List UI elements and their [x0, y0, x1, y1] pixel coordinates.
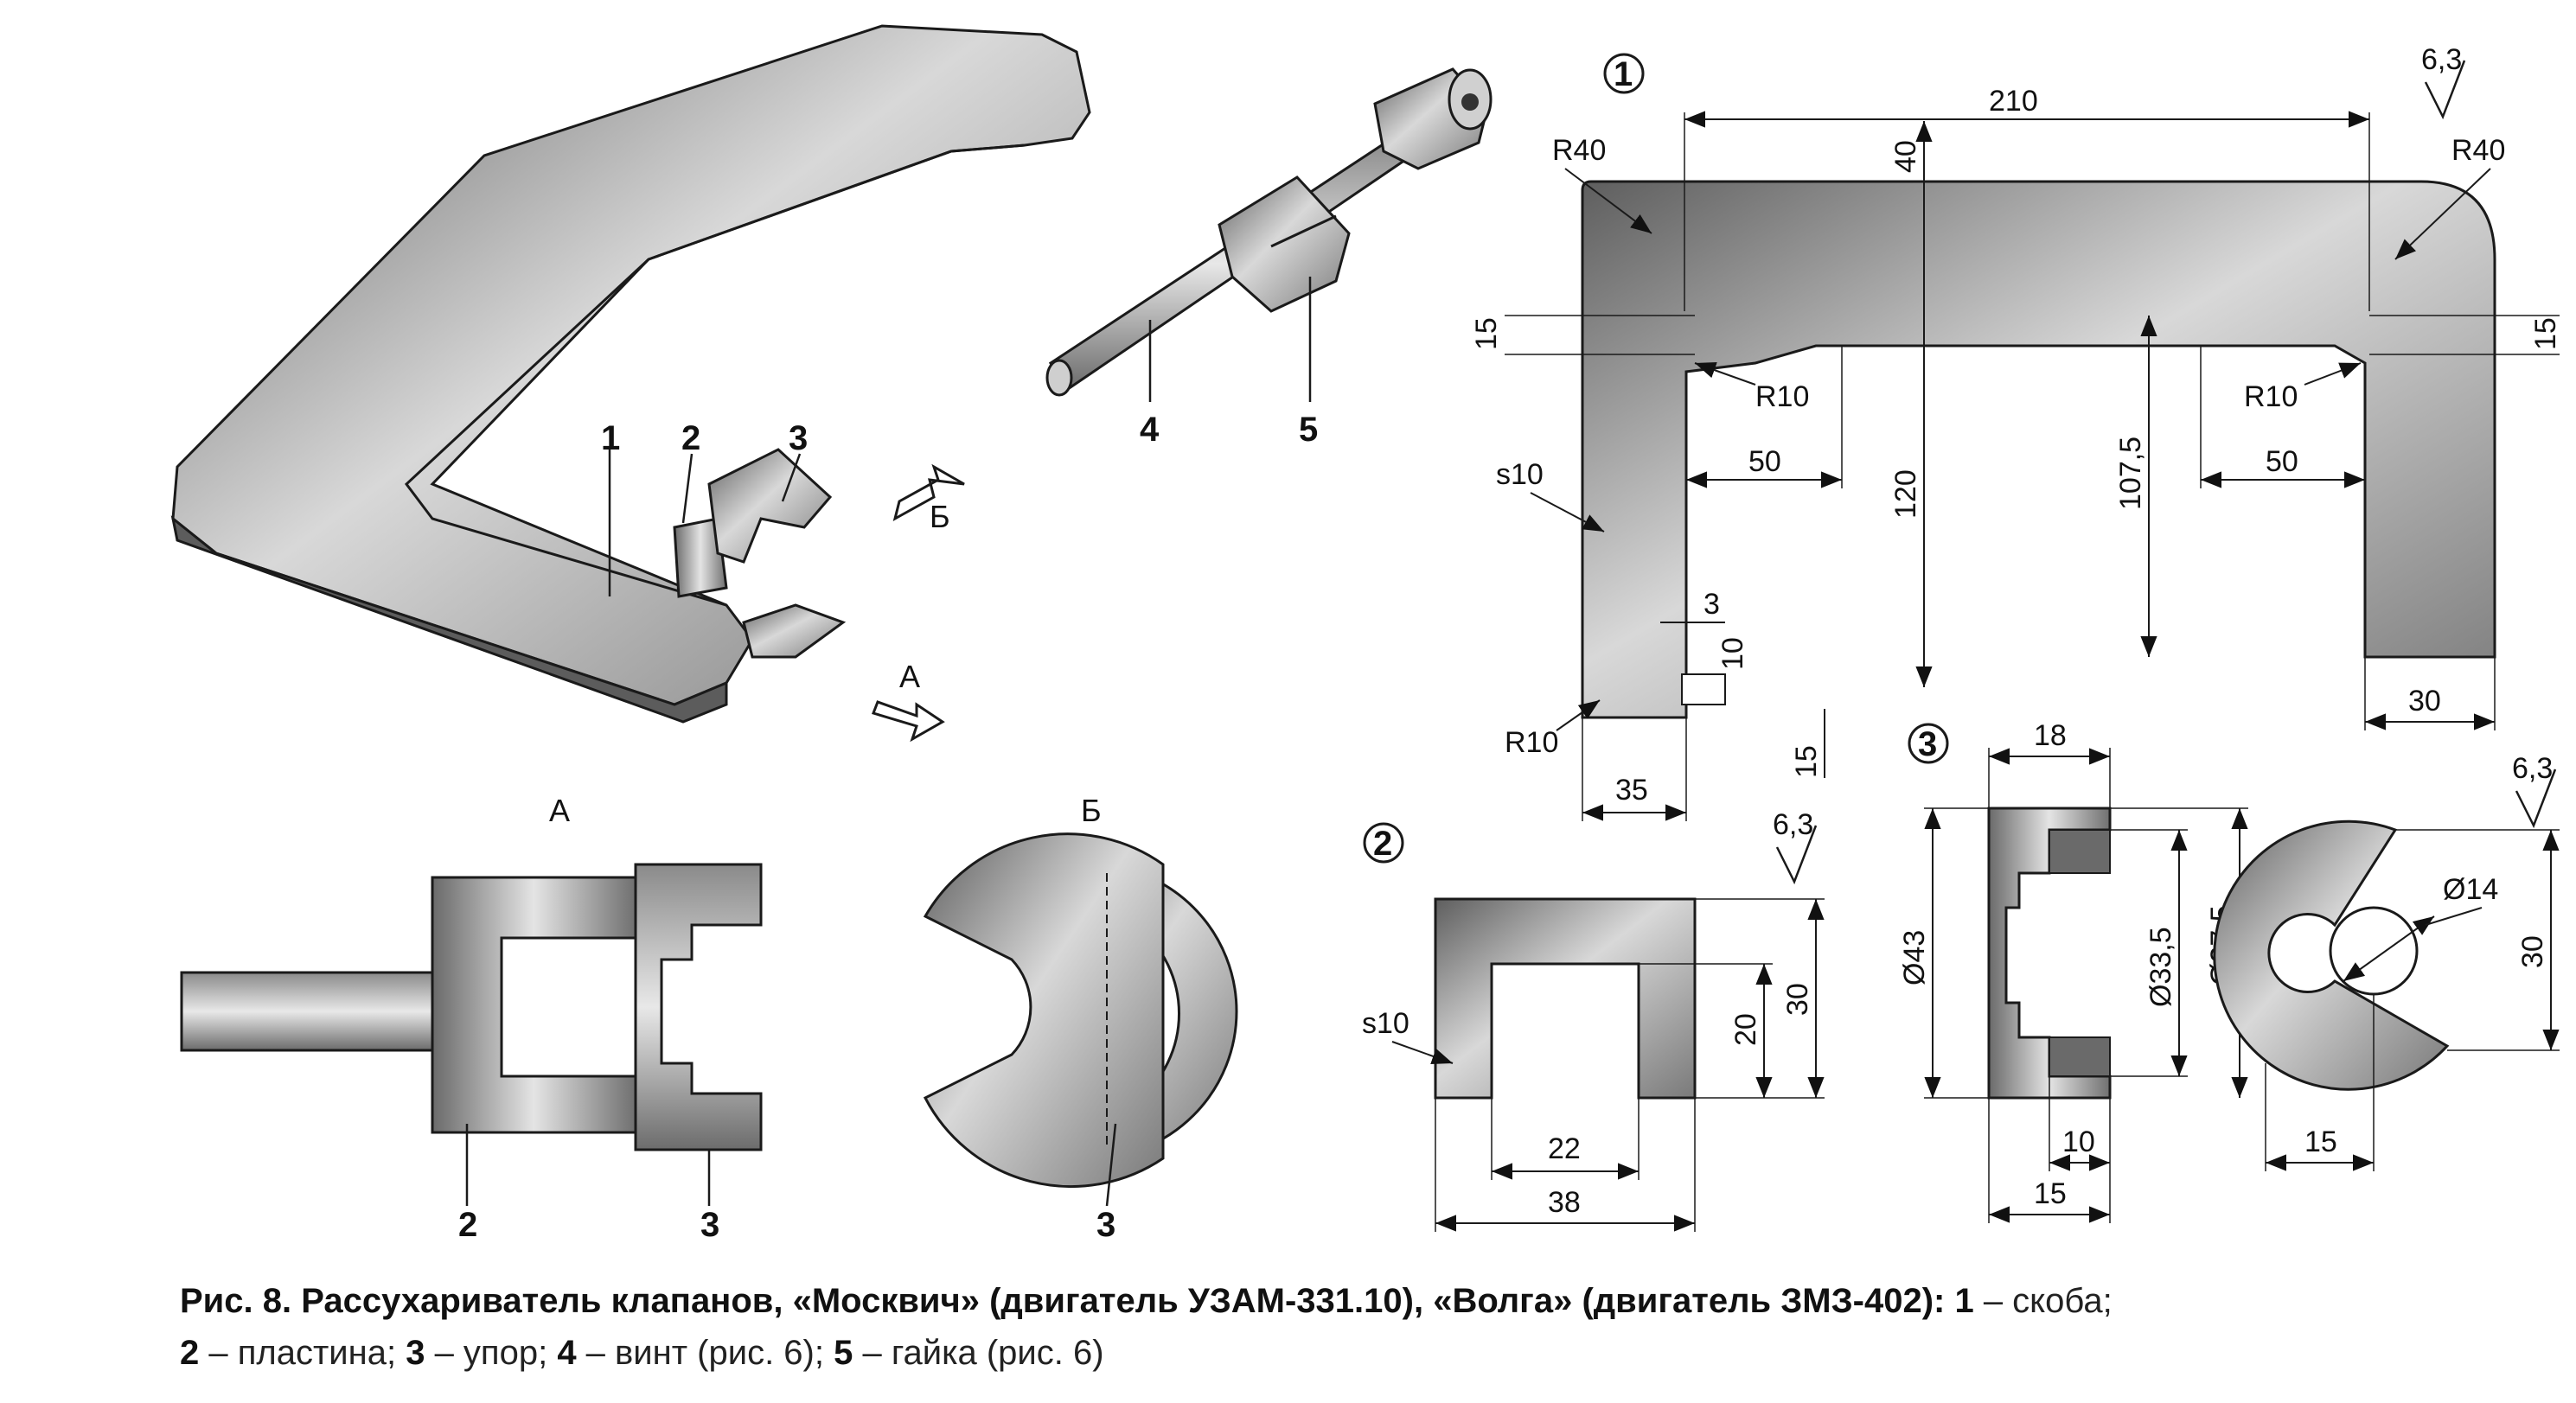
detail-3-roughness: 6,3 [2512, 752, 2553, 785]
detail-1-r10-right: R10 [2244, 380, 2298, 413]
figure-caption: Рис. 8. Рассухариватель клапанов, «Москв… [180, 1275, 2549, 1379]
detail-1-drawing: 1 6,3 210 40 120 R40 R40 15 15 R10 R10 5… [1470, 43, 2562, 821]
caption-num-5: 5 [834, 1334, 853, 1372]
detail-1-dim-50-right: 50 [2266, 445, 2298, 478]
detail-3-dim-33-5: Ø33,5 [2145, 927, 2177, 1007]
detail-1-dim-10: 10 [1716, 637, 1749, 670]
detail-1-r40-left: R40 [1552, 134, 1606, 167]
detail-1-dim-50-left: 50 [1748, 445, 1781, 478]
detail-1-dim-15-left: 15 [1470, 317, 1503, 350]
caption-text-2: – пластина; [199, 1334, 406, 1372]
view-a-part-2: 2 [458, 1206, 477, 1244]
view-b-part-3: 3 [1096, 1206, 1115, 1244]
part-number-3: 3 [789, 419, 808, 457]
view-a-part-3: 3 [700, 1206, 719, 1244]
detail-3-dim-43: Ø43 [1898, 930, 1931, 985]
detail-1-s10: s10 [1496, 458, 1544, 491]
caption-num-2: 2 [180, 1334, 200, 1372]
clamp-thickness [170, 515, 728, 724]
part-number-5: 5 [1299, 411, 1318, 449]
view-b-label: Б [930, 499, 950, 534]
detail-2-s10: s10 [1362, 1007, 1409, 1040]
view-b-arrow [892, 463, 965, 521]
detail-3-drawing: 3 6,3 18 Ø43 Ø33,5 Ø37,5 10 15 Ø14 [1898, 719, 2560, 1223]
plate-and-stop [673, 448, 847, 659]
caption-text-1: – скоба; [1973, 1282, 2113, 1320]
view-b: Б 3 [923, 793, 1238, 1244]
clamp-3d-illustration: 1 2 3 4 5 Б А [170, 24, 1493, 743]
detail-3-dim-30: 30 [2516, 935, 2549, 968]
view-a-arrow [872, 700, 945, 743]
detail-3-number: 3 [1918, 725, 1937, 763]
detail-1-number: 1 [1614, 55, 1633, 93]
detail-1-dim-40: 40 [1889, 140, 1922, 173]
detail-1-roughness: 6,3 [2421, 43, 2462, 76]
detail-2-drawing: 2 6,3 s10 30 20 22 38 [1362, 808, 1825, 1232]
caption-text-4: – винт (рис. 6); [576, 1334, 834, 1372]
detail-1-body [1581, 180, 2496, 719]
detail-1-dim-107-5: 107,5 [2114, 437, 2147, 510]
detail-1-r10-bottom: R10 [1505, 726, 1558, 759]
detail-3-dim-18: 18 [2034, 719, 2067, 752]
detail-1-dim-120: 120 [1889, 469, 1922, 519]
view-a-title: А [549, 793, 570, 828]
detail-2-dim-38: 38 [1548, 1186, 1581, 1219]
detail-1-dim-15-right: 15 [2529, 317, 2562, 350]
part-number-1: 1 [601, 419, 620, 457]
detail-2-roughness: 6,3 [1773, 808, 1813, 841]
clamp-frame [171, 24, 1091, 706]
detail-3-dim-10: 10 [2062, 1126, 2095, 1158]
detail-3-dim-15: 15 [2034, 1177, 2067, 1210]
detail-2-body [1434, 897, 1697, 1100]
detail-2-dim-20: 20 [1729, 1013, 1762, 1046]
view-a-label: А [899, 659, 920, 694]
detail-2-dim-30: 30 [1781, 983, 1814, 1016]
detail-1-r10-left: R10 [1755, 380, 1809, 413]
detail-1-dim-35: 35 [1615, 774, 1648, 807]
detail-1-r40-right: R40 [2451, 134, 2505, 167]
caption-text-5: – гайка (рис. 6) [853, 1334, 1104, 1372]
detail-1-dim-30: 30 [2408, 685, 2441, 717]
detail-1-dim-210: 210 [1989, 85, 2038, 118]
detail-3-front [2213, 819, 2450, 1091]
part-number-2: 2 [681, 419, 700, 457]
view-b-title: Б [1081, 793, 1102, 828]
caption-num-4: 4 [557, 1334, 577, 1372]
part-number-4: 4 [1140, 411, 1160, 449]
detail-1-dim-15-bottom: 15 [1790, 745, 1823, 778]
detail-1-dim-3: 3 [1703, 588, 1720, 621]
clamp-inner-edge [404, 143, 1026, 607]
caption-num-1: 1 [1954, 1282, 1974, 1320]
nut [1218, 175, 1351, 313]
detail-3-dim-15-side: 15 [2304, 1126, 2337, 1158]
caption-num-3: 3 [406, 1334, 425, 1372]
detail-2-number: 2 [1373, 825, 1392, 863]
view-a: А 2 3 [180, 793, 763, 1244]
detail-2-dim-22: 22 [1548, 1132, 1581, 1165]
caption-title: Рис. 8. Рассухариватель клапанов, «Москв… [180, 1282, 1946, 1320]
caption-text-3: – упор; [425, 1334, 558, 1372]
detail-3-dim-14: Ø14 [2443, 873, 2498, 906]
